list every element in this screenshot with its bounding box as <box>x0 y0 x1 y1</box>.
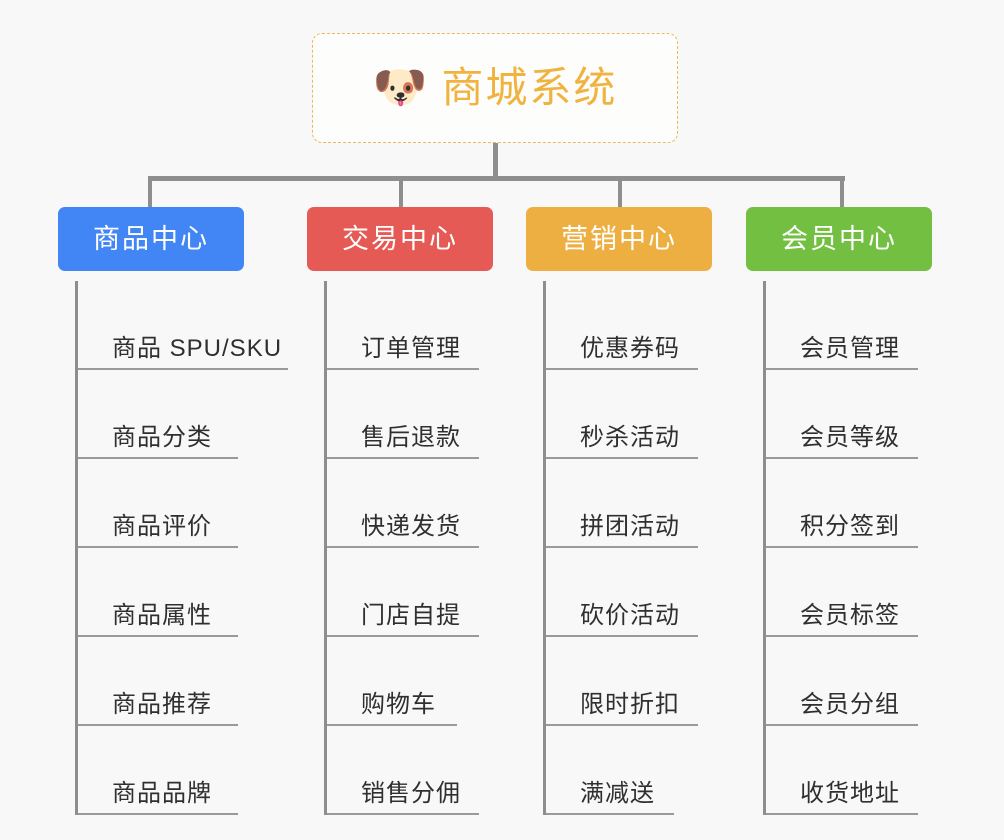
leaf-label: 优惠券码 <box>580 335 680 362</box>
leaf-underline <box>78 813 238 815</box>
leaf-list-trade-center: 订单管理 售后退款 快递发货 门店自提 购物车 销售分佣 <box>324 281 493 815</box>
leaf-item[interactable]: 商品分类 <box>78 370 244 459</box>
leaf-underline <box>766 457 918 459</box>
leaf-label: 秒杀活动 <box>580 424 680 451</box>
leaf-label: 商品评价 <box>112 513 212 540</box>
leaf-item[interactable]: 会员等级 <box>766 370 932 459</box>
category-header-marketing-center[interactable]: 营销中心 <box>526 207 712 271</box>
leaf-underline <box>546 368 698 370</box>
connector-drop-2 <box>399 176 403 208</box>
leaf-label: 商品品牌 <box>112 780 212 807</box>
leaf-underline <box>546 635 698 637</box>
leaf-underline <box>327 368 479 370</box>
leaf-item[interactable]: 商品 SPU/SKU <box>78 281 288 370</box>
connector-drop-4 <box>840 176 844 208</box>
leaf-label: 会员标签 <box>800 602 900 629</box>
leaf-label: 售后退款 <box>361 424 461 451</box>
leaf-label: 积分签到 <box>800 513 900 540</box>
leaf-item[interactable]: 商品评价 <box>78 459 244 548</box>
category-header-trade-center[interactable]: 交易中心 <box>307 207 493 271</box>
root-title: 商城系统 <box>441 64 618 111</box>
leaf-item[interactable]: 购物车 <box>327 637 493 726</box>
leaf-label: 会员分组 <box>800 691 900 718</box>
leaf-label: 商品属性 <box>112 602 212 629</box>
leaf-label: 门店自提 <box>361 602 461 629</box>
leaf-item[interactable]: 会员管理 <box>766 281 932 370</box>
leaf-item[interactable]: 砍价活动 <box>546 548 712 637</box>
leaf-list-product-center: 商品 SPU/SKU 商品分类 商品评价 商品属性 商品推荐 商品品牌 <box>75 281 288 815</box>
leaf-underline <box>78 368 288 370</box>
leaf-underline <box>78 546 238 548</box>
column-member-center: 会员中心 会员管理 会员等级 积分签到 会员标签 会员分组 <box>746 207 932 815</box>
leaf-item[interactable]: 优惠券码 <box>546 281 712 370</box>
leaf-item[interactable]: 商品品牌 <box>78 726 244 815</box>
leaf-label: 砍价活动 <box>580 602 680 629</box>
leaf-underline <box>327 546 479 548</box>
leaf-item[interactable]: 销售分佣 <box>327 726 493 815</box>
leaf-underline <box>766 368 918 370</box>
leaf-underline <box>327 457 479 459</box>
leaf-underline <box>766 813 918 815</box>
leaf-item[interactable]: 售后退款 <box>327 370 493 459</box>
leaf-item[interactable]: 收货地址 <box>766 726 932 815</box>
leaf-item[interactable]: 会员分组 <box>766 637 932 726</box>
leaf-label: 商品推荐 <box>112 691 212 718</box>
column-marketing-center: 营销中心 优惠券码 秒杀活动 拼团活动 砍价活动 限时折扣 <box>526 207 712 815</box>
connector-bus <box>148 176 845 181</box>
column-trade-center: 交易中心 订单管理 售后退款 快递发货 门店自提 购物车 <box>307 207 493 815</box>
connector-drop-1 <box>148 176 152 208</box>
category-header-member-center[interactable]: 会员中心 <box>746 207 932 271</box>
leaf-underline <box>327 724 457 726</box>
leaf-underline <box>546 724 698 726</box>
leaf-label: 商品 SPU/SKU <box>112 335 283 362</box>
leaf-underline <box>78 635 238 637</box>
leaf-item[interactable]: 商品推荐 <box>78 637 244 726</box>
leaf-label: 会员等级 <box>800 424 900 451</box>
connector-drop-3 <box>618 176 622 208</box>
leaf-label: 商品分类 <box>112 424 212 451</box>
leaf-item[interactable]: 快递发货 <box>327 459 493 548</box>
category-label: 商品中心 <box>93 223 209 254</box>
leaf-label: 快递发货 <box>361 513 461 540</box>
leaf-underline <box>766 724 918 726</box>
leaf-underline <box>766 635 918 637</box>
category-label: 交易中心 <box>342 223 458 254</box>
leaf-underline <box>327 635 479 637</box>
category-header-product-center[interactable]: 商品中心 <box>58 207 244 271</box>
leaf-underline <box>327 813 479 815</box>
leaf-item[interactable]: 门店自提 <box>327 548 493 637</box>
category-label: 营销中心 <box>561 223 677 254</box>
leaf-label: 限时折扣 <box>580 691 680 718</box>
leaf-label: 满减送 <box>580 780 655 807</box>
leaf-label: 销售分佣 <box>361 780 461 807</box>
leaf-label: 会员管理 <box>800 335 900 362</box>
leaf-underline <box>78 457 238 459</box>
leaf-label: 订单管理 <box>361 335 461 362</box>
leaf-item[interactable]: 秒杀活动 <box>546 370 712 459</box>
shiba-dog-face-icon: 🐶 <box>372 63 428 112</box>
leaf-item[interactable]: 拼团活动 <box>546 459 712 548</box>
leaf-underline <box>78 724 238 726</box>
leaf-list-member-center: 会员管理 会员等级 积分签到 会员标签 会员分组 收货地址 <box>763 281 932 815</box>
category-label: 会员中心 <box>781 223 897 254</box>
leaf-item[interactable]: 积分签到 <box>766 459 932 548</box>
root-node[interactable]: 🐶 商城系统 <box>312 33 678 143</box>
column-product-center: 商品中心 商品 SPU/SKU 商品分类 商品评价 商品属性 商品推荐 <box>58 207 288 815</box>
leaf-label: 购物车 <box>361 691 436 718</box>
leaf-item[interactable]: 会员标签 <box>766 548 932 637</box>
leaf-item[interactable]: 商品属性 <box>78 548 244 637</box>
leaf-label: 拼团活动 <box>580 513 680 540</box>
connector-root-stem <box>493 143 498 179</box>
leaf-underline <box>546 546 698 548</box>
leaf-underline <box>546 813 674 815</box>
leaf-item[interactable]: 订单管理 <box>327 281 493 370</box>
leaf-underline <box>546 457 698 459</box>
leaf-label: 收货地址 <box>800 780 900 807</box>
leaf-item[interactable]: 满减送 <box>546 726 712 815</box>
leaf-underline <box>766 546 918 548</box>
leaf-item[interactable]: 限时折扣 <box>546 637 712 726</box>
leaf-list-marketing-center: 优惠券码 秒杀活动 拼团活动 砍价活动 限时折扣 满减送 <box>543 281 712 815</box>
